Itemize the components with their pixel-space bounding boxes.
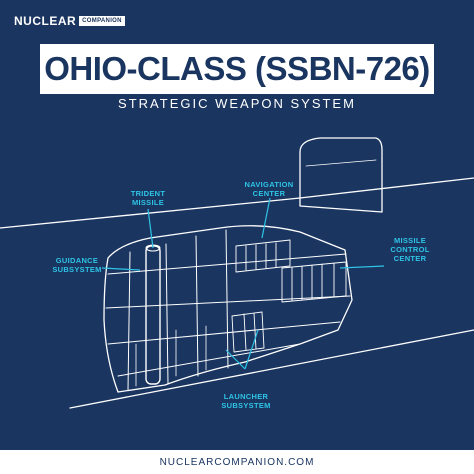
leader-launcher-subsystem-a	[225, 349, 246, 370]
leader-launcher-subsystem-b	[244, 329, 259, 370]
label-trident-missile: TRIDENT MISSILE	[130, 189, 166, 207]
brand-name: NUCLEAR	[14, 14, 77, 28]
frame-line-3	[195, 235, 199, 377]
missile-tube	[145, 245, 161, 385]
title-banner: OHIO-CLASS (SSBN-726)	[40, 44, 434, 94]
brand-badge: COMPANION	[79, 16, 125, 26]
deck-line-1	[107, 253, 347, 275]
leader-trident-missile	[147, 208, 154, 249]
leader-guidance-subsystem	[101, 267, 141, 271]
cutaway-outline	[103, 225, 353, 393]
brand-logo: NUCLEAR COMPANION	[14, 14, 125, 28]
footer-bar: NUCLEARCOMPANION.COM	[0, 450, 474, 474]
sail-detail	[305, 159, 377, 167]
deck-line-3	[107, 321, 341, 345]
label-navigation-center: NAVIGATION CENTER	[244, 180, 294, 198]
footer-url: NUCLEARCOMPANION.COM	[159, 456, 315, 468]
frame-line-1	[127, 251, 131, 391]
deck-line-4	[117, 343, 301, 377]
label-guidance-subsystem: GUIDANCE SUBSYSTEM	[52, 256, 102, 274]
lower-bulkhead	[135, 325, 207, 387]
frame-line-4	[225, 229, 229, 369]
frame-line-2	[165, 243, 169, 385]
leader-navigation-center	[261, 197, 271, 239]
hull-bottom-line	[69, 329, 474, 409]
page-title: OHIO-CLASS (SSBN-726)	[44, 50, 430, 87]
deck-line-2	[105, 295, 351, 309]
page-subtitle: STRATEGIC WEAPON SYSTEM	[118, 96, 356, 111]
label-missile-control-center: MISSILE CONTROL CENTER	[390, 236, 430, 263]
leader-missile-control-center	[339, 265, 385, 269]
launcher-machinery	[231, 311, 265, 353]
label-launcher-subsystem: LAUNCHER SUBSYSTEM	[221, 392, 271, 410]
control-cabinets	[281, 261, 347, 303]
navigation-consoles	[235, 239, 291, 273]
sail-outline	[299, 137, 383, 213]
